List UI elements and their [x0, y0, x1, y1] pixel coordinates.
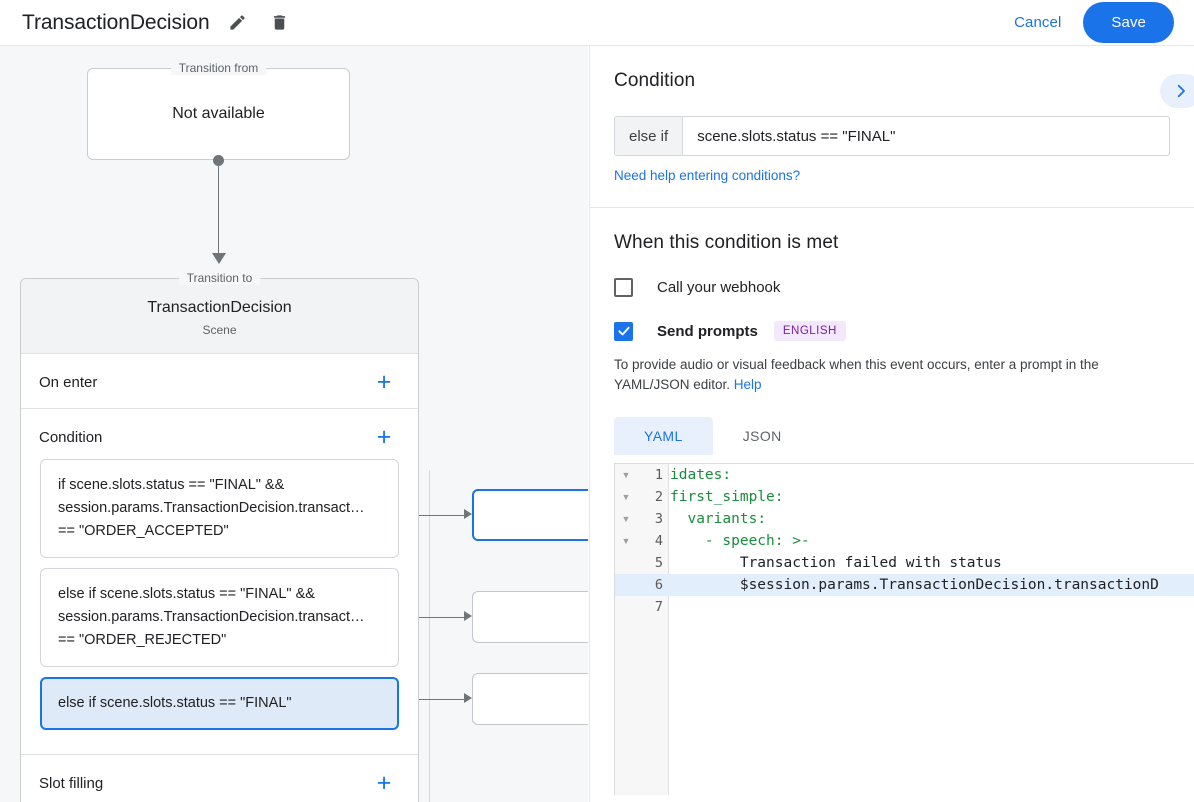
add-on-enter-button[interactable]: + — [376, 367, 392, 396]
code-line-2: ▼ 2 first_simple: — [615, 486, 1194, 508]
target-box-2[interactable] — [472, 591, 588, 643]
code-text: first_simple: — [670, 489, 784, 505]
line-number: 6 — [654, 577, 663, 593]
code-line-4: ▼ 4 - speech: >- — [615, 530, 1194, 552]
edge-line-2 — [404, 617, 466, 618]
line-number: 3 — [654, 511, 663, 527]
code-line-7: 7 — [615, 596, 1194, 618]
transition-from-legend: Transition from — [170, 61, 267, 75]
send-prompts-row[interactable]: Send prompts ENGLISH — [614, 321, 1170, 341]
code-text: Transaction failed with status — [670, 555, 1002, 571]
line-number: 4 — [654, 533, 663, 549]
send-prompts-checkbox[interactable] — [614, 321, 633, 341]
section-slot-filling: Slot filling + Slot validation — [21, 755, 418, 802]
target-box-1[interactable] — [472, 489, 588, 541]
code-text: - speech: >- — [670, 533, 810, 549]
cancel-button[interactable]: Cancel — [1002, 6, 1073, 39]
trash-icon[interactable] — [266, 9, 294, 37]
fold-arrow-icon[interactable]: ▼ — [621, 492, 631, 502]
fold-arrow-icon[interactable]: ▼ — [621, 536, 631, 546]
call-webhook-label: Call your webhook — [657, 279, 781, 296]
condition-title: Condition — [39, 428, 103, 446]
edge-line-3 — [404, 699, 466, 700]
when-met-heading: When this condition is met — [614, 232, 839, 253]
condition-card-1[interactable]: if scene.slots.status == "FINAL" && sess… — [40, 459, 399, 558]
condition-card-3-selected[interactable]: else if scene.slots.status == "FINAL" — [40, 677, 399, 730]
scene-header: TransactionDecision Scene — [21, 279, 418, 354]
prompts-help-text: To provide audio or visual feedback when… — [614, 355, 1170, 395]
call-webhook-checkbox[interactable] — [614, 278, 633, 297]
save-button[interactable]: Save — [1083, 2, 1174, 43]
panel-divider — [590, 207, 1194, 208]
code-text: idates: — [670, 467, 732, 483]
slot-filling-title: Slot filling — [39, 774, 104, 792]
edge-arrow-2-icon — [464, 611, 472, 621]
chevron-right-icon[interactable] — [1160, 74, 1194, 108]
condition-help-link[interactable]: Need help entering conditions? — [614, 168, 801, 183]
add-slot-filling-button[interactable]: + — [376, 768, 392, 797]
transition-from-card: Transition from Not available — [87, 61, 350, 160]
code-line-5: 5 Transaction failed with status — [615, 552, 1194, 574]
fold-arrow-icon[interactable]: ▼ — [621, 470, 631, 480]
edge-arrow-3-icon — [464, 693, 472, 703]
on-enter-title: On enter — [39, 373, 98, 391]
code-line-6: 6 $session.params.TransactionDecision.tr… — [615, 574, 1194, 596]
transition-to-legend: Transition to — [178, 271, 261, 285]
condition-header: Condition + — [21, 409, 418, 459]
line-number: 7 — [654, 599, 663, 615]
edge-line-1 — [404, 515, 466, 516]
scene-type: Scene — [202, 323, 237, 337]
condition-input-row[interactable]: else if scene.slots.status == "FINAL" — [614, 116, 1170, 156]
page-title: TransactionDecision — [22, 10, 210, 34]
prompts-help-text-body: To provide audio or visual feedback when… — [614, 357, 1099, 392]
editor-tabs: YAML JSON — [614, 417, 1170, 455]
line-number: 1 — [654, 467, 663, 483]
condition-expression-input[interactable]: scene.slots.status == "FINAL" — [697, 127, 896, 145]
on-enter-header: On enter + — [21, 354, 418, 404]
condition-detail-panel: Condition else if scene.slots.status == … — [589, 46, 1194, 802]
when-condition-met-section: When this condition is met Call your web… — [590, 208, 1194, 795]
transition-from-value: Not available — [172, 105, 265, 122]
line-number: 2 — [654, 489, 663, 505]
line-number: 5 — [654, 555, 663, 571]
editor-lines: ▼ 1 idates: ▼ 2 first_simple: ▼ 3 variants: ▼ 4 -… — [615, 464, 1194, 618]
condition-heading: Condition — [614, 70, 696, 91]
prompts-help-link[interactable]: Help — [733, 377, 762, 392]
editor-gutter — [615, 464, 669, 795]
condition-prefix-label: else if — [615, 117, 684, 155]
send-prompts-label: Send prompts — [657, 322, 758, 340]
scene-name: TransactionDecision — [147, 299, 292, 316]
fold-arrow-icon[interactable]: ▼ — [621, 514, 631, 524]
section-on-enter: On enter + — [21, 354, 418, 409]
condition-card-2[interactable]: else if scene.slots.status == "FINAL" &&… — [40, 568, 399, 667]
target-box-3[interactable] — [472, 673, 588, 725]
code-text: $session.params.TransactionDecision.tran… — [670, 577, 1159, 593]
app-header: TransactionDecision Cancel Save — [0, 0, 1194, 46]
edge-arrow-1-icon — [464, 509, 472, 519]
tab-json[interactable]: JSON — [742, 428, 782, 444]
code-line-3: ▼ 3 variants: — [615, 508, 1194, 530]
add-condition-button[interactable]: + — [376, 422, 392, 451]
scene-card: Transition to TransactionDecision Scene … — [20, 271, 419, 802]
connector-line — [218, 160, 219, 256]
edge-rail — [429, 470, 430, 802]
section-condition: Condition + if scene.slots.status == "FI… — [21, 409, 418, 755]
language-badge: ENGLISH — [773, 321, 846, 341]
scene-graph-panel: Transition from Not available Transition… — [0, 46, 588, 802]
yaml-code-editor[interactable]: ▼ 1 idates: ▼ 2 first_simple: ▼ 3 variants: ▼ 4 -… — [614, 463, 1194, 795]
tab-yaml[interactable]: YAML — [614, 417, 713, 455]
pencil-icon[interactable] — [224, 9, 252, 37]
webhook-row[interactable]: Call your webhook — [614, 278, 1170, 297]
connector-arrow-icon — [212, 253, 226, 264]
condition-section: Condition else if scene.slots.status == … — [590, 46, 1194, 207]
code-line-1: ▼ 1 idates: — [615, 464, 1194, 486]
code-text: variants: — [687, 511, 767, 527]
slot-filling-header: Slot filling + — [21, 755, 418, 802]
